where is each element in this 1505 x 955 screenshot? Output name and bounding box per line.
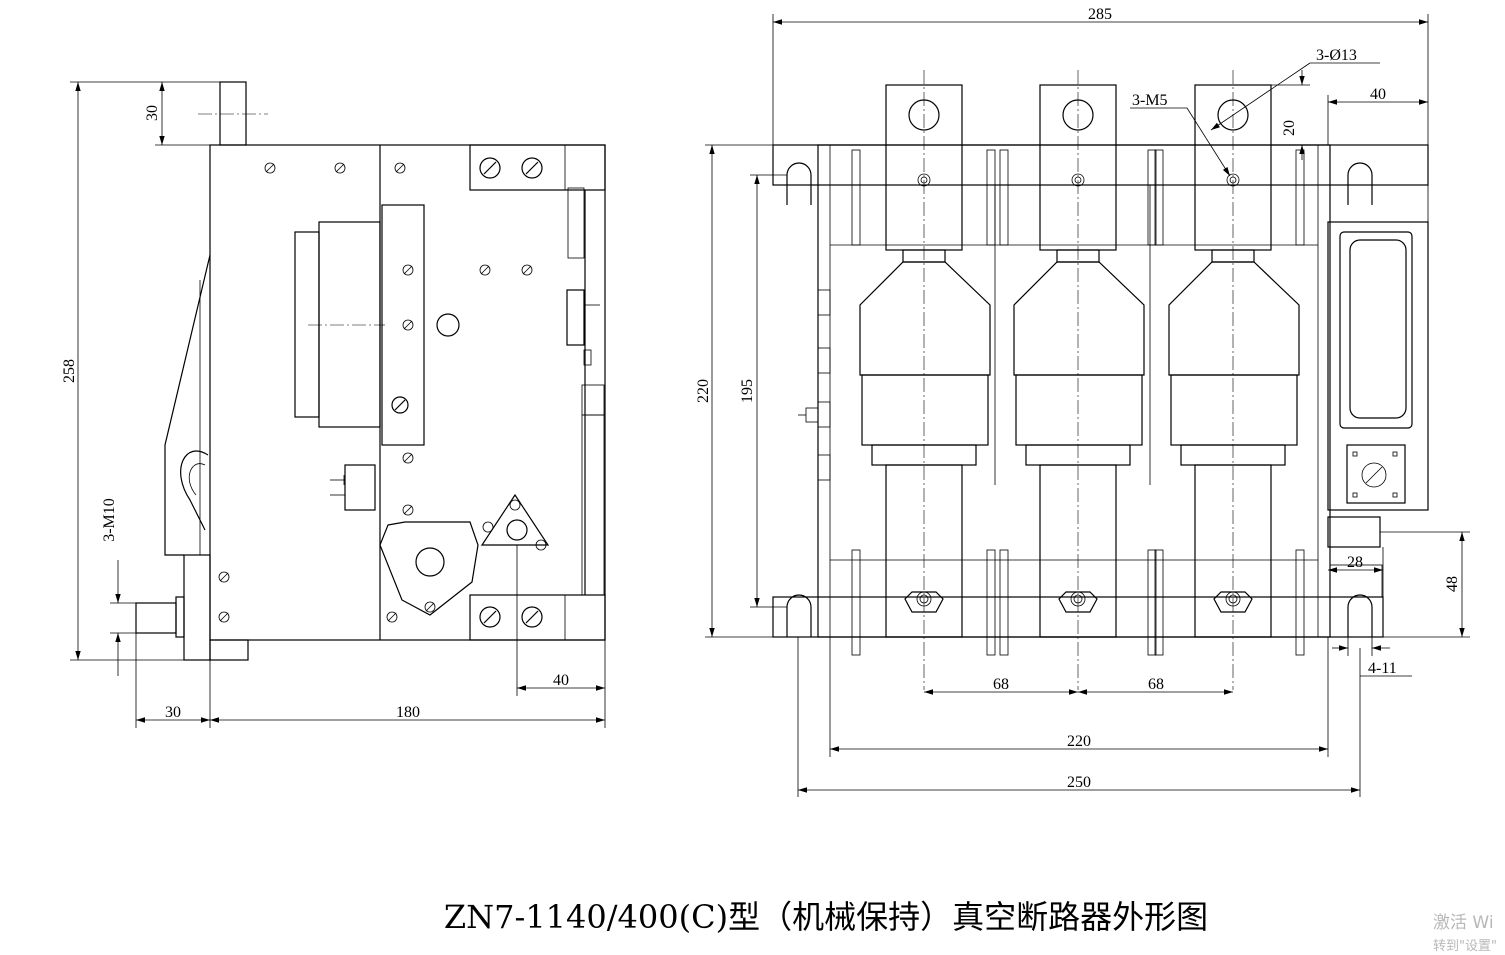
watermark-line-1: 激活 Wi	[1433, 913, 1494, 933]
dim-label-right-offset: 40	[1370, 86, 1386, 103]
side-bracket	[164, 254, 211, 556]
pole-2	[999, 70, 1157, 690]
pole-3	[1154, 70, 1305, 690]
side-view: 258 30 3-M10 30 180 40	[61, 81, 606, 728]
front-frame	[817, 144, 1331, 638]
dim-label-height-total: 258	[61, 359, 78, 383]
dim-label-depth: 180	[396, 704, 420, 721]
dim-label-pitch-2: 68	[1148, 676, 1164, 693]
dim-label-mount-span-outer: 250	[1067, 774, 1091, 791]
dim-label-handle: 30	[144, 105, 161, 121]
drawing-title: ZN7-1140/400(C)型（机械保持）真空断路器外形图	[444, 898, 1208, 936]
dim-label-bore: 3-Ø13	[1316, 47, 1357, 64]
front-bracket	[1327, 516, 1381, 548]
side-foot	[183, 554, 211, 661]
side-hex-plate	[379, 521, 479, 616]
dim-label-pitch-1: 68	[993, 676, 1009, 693]
front-left-terminals	[798, 289, 831, 481]
watermark-line-2: 转到"设置"	[1433, 939, 1497, 954]
front-view: 285 3-Ø13 3-M5 40 20 220 195 28	[695, 6, 1470, 797]
side-plate	[381, 204, 425, 446]
side-magnet	[294, 231, 320, 418]
dim-label-offset: 40	[553, 672, 569, 689]
dim-label-bottom-offset: 28	[1347, 554, 1363, 571]
side-hook	[180, 450, 209, 531]
pole-1	[851, 70, 996, 690]
dim-label-width-total: 285	[1088, 6, 1112, 23]
side-bolt	[135, 602, 177, 634]
side-body-outline	[209, 144, 606, 641]
dim-label-mount-holes: 4-11	[1368, 660, 1397, 677]
dim-label-height-inner: 195	[739, 379, 756, 403]
side-tri-plate	[480, 493, 550, 546]
dim-label-bolt-thread: 3-M10	[101, 498, 118, 542]
dim-label-thread: 3-M5	[1132, 92, 1168, 109]
dim-label-bottom-height: 48	[1444, 576, 1461, 592]
dim-label-terminal-top: 20	[1281, 120, 1298, 136]
side-handle	[219, 81, 247, 146]
front-indicator	[1346, 444, 1406, 504]
dim-label-mount-span-inner: 220	[1067, 733, 1091, 750]
dim-label-bolt-length: 30	[165, 704, 181, 721]
dim-label-height-outer: 220	[695, 379, 712, 403]
front-right-panel	[1327, 221, 1429, 511]
